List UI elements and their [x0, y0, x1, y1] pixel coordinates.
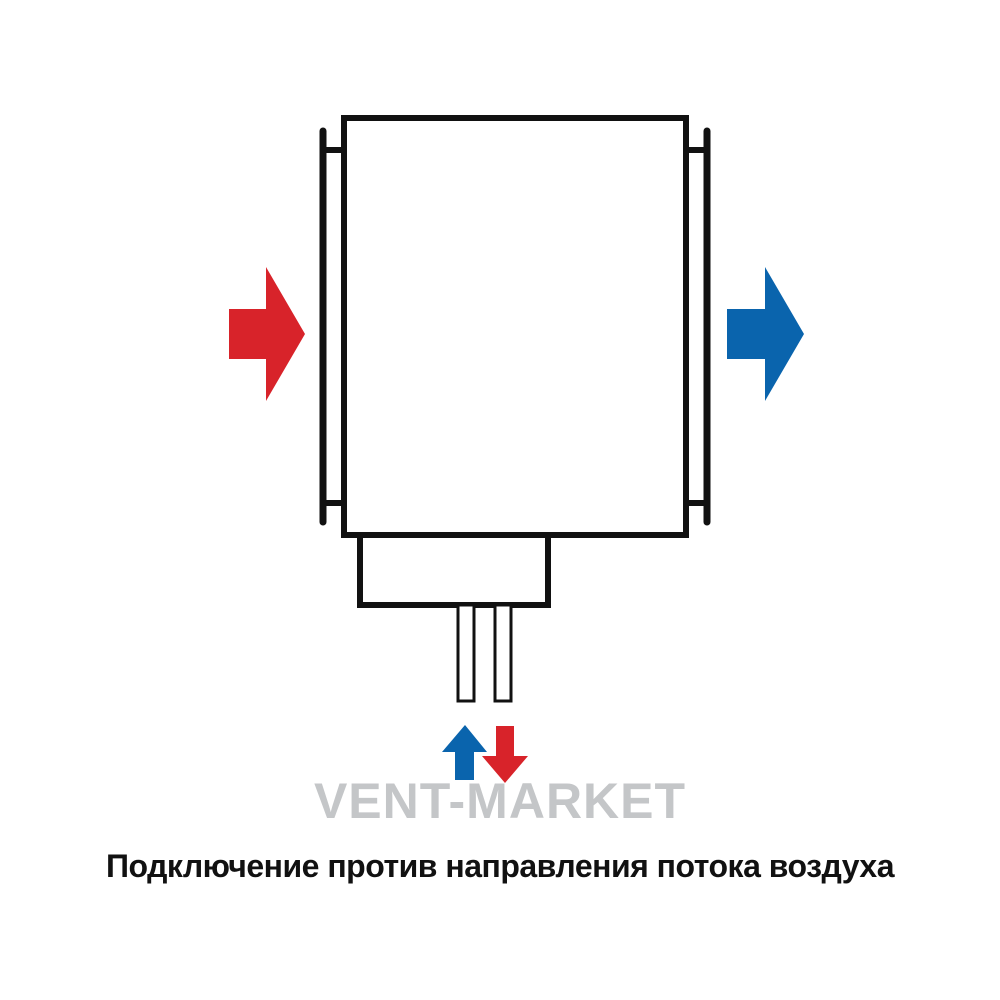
connection-box [357, 532, 551, 608]
outflow-arrow-icon [727, 267, 804, 401]
return-arrow-down-icon [482, 726, 528, 783]
inflow-arrow-icon [229, 267, 305, 401]
watermark-text: VENT-MARKET [314, 773, 686, 829]
supply-arrow-up-icon [442, 725, 487, 780]
return-pipe [493, 603, 513, 703]
diagram-caption: Подключение против направления потока во… [105, 848, 895, 884]
inlet-flange [319, 127, 344, 526]
supply-pipe [456, 603, 476, 703]
outlet-flange [686, 127, 711, 526]
heater-body [341, 115, 689, 538]
